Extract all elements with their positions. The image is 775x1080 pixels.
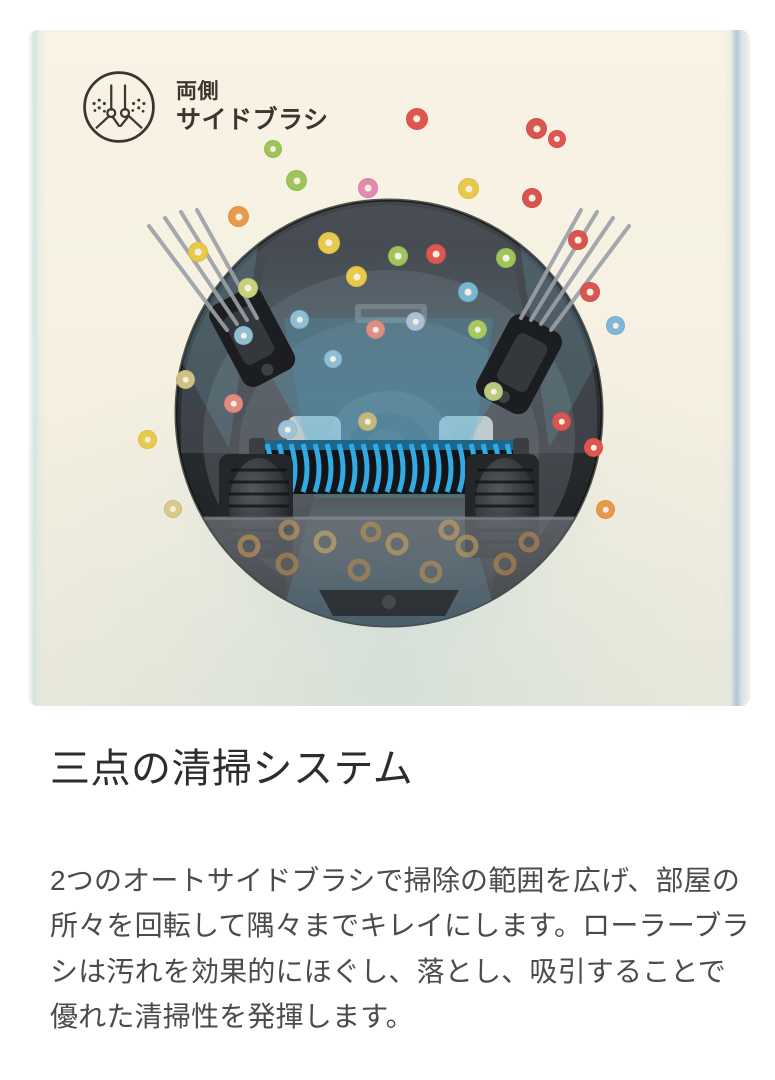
card-left-edge-accent (28, 30, 46, 706)
page-title: 三点の清掃システム (50, 747, 414, 791)
badge-line-2: サイドブラシ (176, 106, 329, 135)
feature-badge-text: 両側 サイドブラシ (176, 80, 329, 135)
cereal-loop (458, 178, 479, 199)
badge-line-1: 両側 (176, 79, 219, 103)
cereal-loop (548, 130, 566, 148)
cereal-loop (286, 170, 307, 191)
card-right-edge-accent (724, 30, 750, 706)
description-paragraph: 2つのオートサイドブラシで掃除の範囲を広げ、部屋の所々を回転して隅々までキレイに… (50, 865, 750, 1033)
product-image-card: 両側 サイドブラシ (28, 30, 750, 706)
cereal-loop (358, 178, 378, 198)
cereal-loop (406, 108, 428, 130)
robot-vacuum-svg (147, 198, 631, 628)
cereal-loop (526, 118, 547, 139)
side-brush-circle-icon (83, 71, 155, 143)
feature-badge: 両側 サイドブラシ (76, 64, 329, 150)
